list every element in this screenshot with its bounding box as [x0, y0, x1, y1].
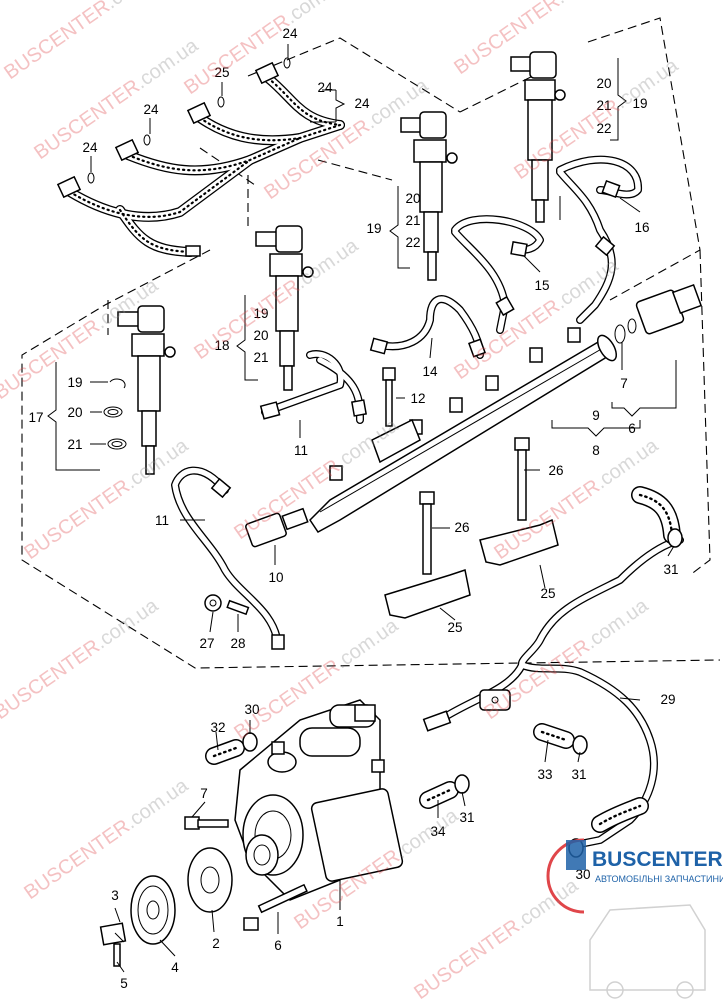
callout-11: 9 [592, 408, 600, 423]
callout-21: 21 [596, 98, 611, 113]
rail-bolt [382, 367, 396, 427]
callout-19: 19 [632, 96, 647, 111]
callout-24: 25 [214, 65, 229, 80]
injector-middle [255, 225, 314, 391]
injector-top-right [510, 51, 566, 223]
callout-26: 26 [454, 520, 469, 535]
svg-text:BUSCENTER.com.ua: BUSCENTER.com.ua [0, 594, 163, 724]
buscenter-logo: BUSCENTER АВТОМОБІЛЬНІ ЗАПЧАСТИНИ [546, 838, 723, 999]
callout-9: 6 [628, 421, 636, 436]
callout-29: 29 [660, 692, 675, 707]
brackets-and-bolts [384, 437, 559, 619]
callout-17: 15 [534, 278, 549, 293]
callout-34: 34 [430, 824, 446, 839]
callout-33: 33 [537, 767, 552, 782]
pipe-clamp [204, 594, 250, 616]
injector-wiring-harness [56, 57, 345, 257]
callout-11: 10 [268, 570, 283, 585]
callout-19: 19 [366, 221, 381, 236]
callout-20: 19 [253, 306, 268, 321]
callout-31: 31 [459, 810, 474, 825]
callout-16: 14 [422, 364, 438, 379]
callout-19: 18 [214, 338, 229, 353]
rail-pressure-sensor [245, 507, 309, 548]
callout-24: 24 [282, 26, 298, 41]
callout-31: 31 [663, 562, 678, 577]
callout-26: 26 [548, 463, 563, 478]
callout-18: 16 [634, 220, 649, 235]
callout-2: 2 [212, 936, 220, 951]
callout-24: 24 [82, 140, 98, 155]
callout-31: 31 [571, 767, 586, 782]
callout-3: 3 [111, 888, 119, 903]
callout-6: 6 [274, 938, 282, 953]
logo-tagline: АВТОМОБІЛЬНІ ЗАПЧАСТИНИ [595, 874, 723, 884]
high-pressure-pump [234, 699, 404, 901]
hose-sections [205, 723, 575, 809]
logo-name: BUSCENTER [592, 848, 723, 871]
callout-24: 24 [143, 102, 159, 117]
callout-25: 25 [447, 620, 462, 635]
callout-20: 20 [405, 191, 420, 206]
callout-24: 24 [317, 80, 333, 95]
fuel-return-line [422, 486, 684, 849]
callout-labels: 24 25 24 24 24 24 20 21 22 19 20 21 22 1… [28, 26, 678, 991]
pump-drive-parts [99, 816, 308, 967]
callout-12: 12 [410, 391, 425, 406]
pressure-regulating-valve [614, 283, 703, 344]
callout-10: 7 [620, 376, 628, 391]
callout-19: 17 [28, 410, 43, 425]
callout-14: 11 [155, 513, 169, 528]
callout-7: 7 [200, 786, 208, 801]
callout-4: 4 [171, 960, 179, 975]
injector-fuel-pipes [171, 155, 642, 650]
callout-21: 20 [253, 328, 268, 343]
injector-top-center [400, 111, 458, 281]
callout-1: 1 [336, 914, 344, 929]
callout-20: 20 [596, 76, 611, 91]
callout-23: 24 [354, 96, 370, 111]
svg-text:BUSCENTER.com.ua: BUSCENTER.com.ua [20, 434, 193, 564]
callout-30: 30 [575, 867, 590, 882]
svg-text:BUSCENTER.com.ua: BUSCENTER.com.ua [450, 254, 623, 384]
callout-5: 5 [120, 976, 128, 991]
callout-22: 21 [253, 350, 268, 365]
callout-22: 22 [405, 235, 420, 250]
callout-leaders [47, 44, 677, 973]
callout-22: 22 [596, 121, 611, 136]
fuel-rail [309, 327, 618, 533]
callout-15: 11 [294, 443, 308, 458]
callout-22: 21 [67, 437, 82, 452]
callout-30: 30 [244, 702, 259, 717]
injector-seal-set [103, 378, 127, 450]
svg-text:BUSCENTER.com.ua: BUSCENTER.com.ua [410, 874, 583, 1000]
callout-20: 19 [67, 375, 82, 390]
callout-21: 20 [67, 405, 82, 420]
callout-28: 28 [230, 636, 245, 651]
callout-8: 8 [592, 443, 600, 458]
callout-25: 25 [540, 586, 555, 601]
callout-32: 32 [210, 720, 225, 735]
callout-21: 21 [405, 213, 420, 228]
injector-left [117, 305, 176, 475]
callout-27: 27 [199, 636, 214, 651]
